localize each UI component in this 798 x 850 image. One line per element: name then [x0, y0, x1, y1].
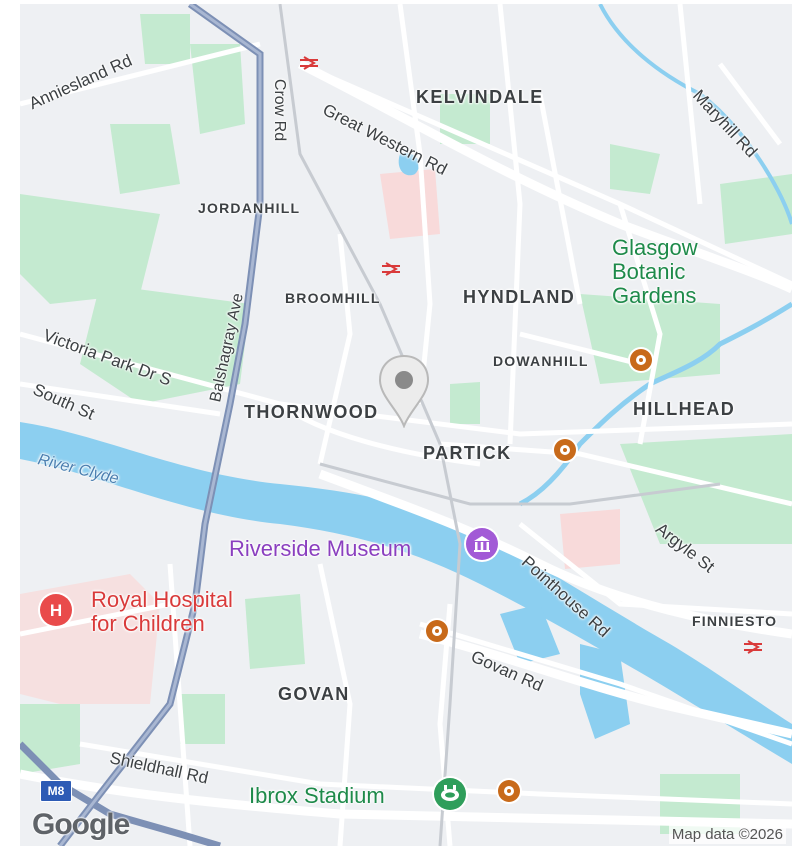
- label-thornwood: THORNWOOD: [244, 402, 379, 422]
- subway-station-icon[interactable]: [630, 349, 652, 371]
- park-areas: [20, 14, 792, 834]
- subway-station-icon[interactable]: [554, 439, 576, 461]
- poi-botanic-line3: Gardens: [612, 283, 697, 308]
- label-hillhead: HILLHEAD: [633, 399, 736, 419]
- location-pin-icon[interactable]: [378, 354, 430, 428]
- m8-shield: M8: [40, 780, 72, 802]
- label-govan: GOVAN: [278, 684, 350, 704]
- label-hyndland: HYNDLAND: [463, 287, 576, 307]
- google-logo[interactable]: Google: [32, 808, 130, 841]
- map-base-layer: [20, 4, 792, 846]
- subway-station-icon[interactable]: [426, 620, 448, 642]
- label-dowanhill: DOWANHILL: [493, 353, 589, 369]
- poi-botanic-line1: Glasgow: [612, 235, 698, 260]
- museum-icon[interactable]: [466, 528, 498, 560]
- hospital-icon[interactable]: H: [40, 594, 72, 626]
- rail-station-icon[interactable]: [380, 262, 402, 276]
- poi-hospital-line1: Royal Hospital: [91, 587, 233, 612]
- poi-riverside-museum-label[interactable]: Riverside Museum: [229, 536, 412, 561]
- poi-ibrox-stadium-label[interactable]: Ibrox Stadium: [249, 783, 385, 808]
- label-finnieston: FINNIESTO: [692, 613, 778, 629]
- rail-station-icon[interactable]: [298, 56, 320, 70]
- subway-station-icon[interactable]: [498, 780, 520, 802]
- label-broomhill: BROOMHILL: [285, 290, 381, 306]
- label-jordanhill: JORDANHILL: [198, 200, 301, 216]
- stadium-icon[interactable]: [434, 778, 466, 810]
- svg-text:H: H: [50, 601, 62, 620]
- map-data-copyright[interactable]: Map data ©2026: [668, 825, 786, 844]
- road-network: [20, 4, 792, 846]
- map-canvas[interactable]: KELVINDALE JORDANHILL BROOMHILL HYNDLAND…: [20, 4, 792, 846]
- rail-station-icon[interactable]: [742, 640, 764, 654]
- label-partick: PARTICK: [423, 443, 512, 463]
- label-kelvindale: KELVINDALE: [416, 87, 544, 107]
- poi-hospital-line2: for Children: [91, 611, 205, 636]
- poi-royal-hospital[interactable]: Royal Hospital for Children: [91, 588, 233, 636]
- poi-botanic-line2: Botanic: [612, 259, 686, 284]
- poi-botanic-gardens[interactable]: Glasgow Botanic Gardens: [612, 236, 698, 308]
- label-crow-rd: Crow Rd: [271, 78, 289, 142]
